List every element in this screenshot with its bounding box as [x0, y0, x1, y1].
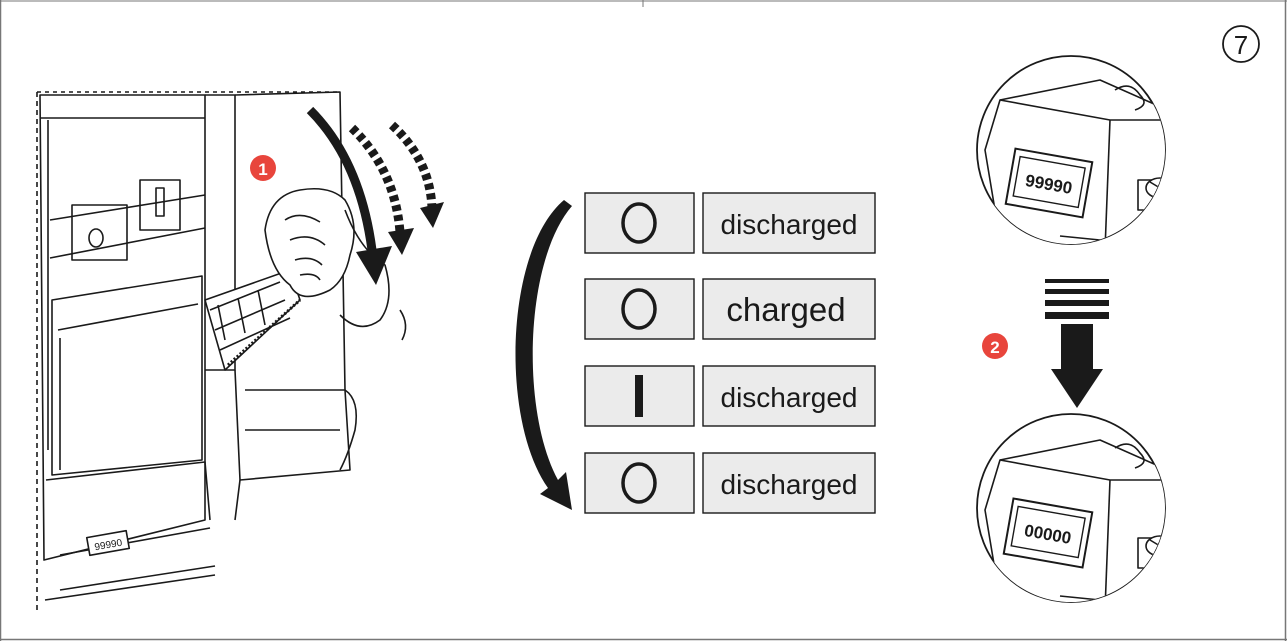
- hand-illustration: [265, 189, 406, 340]
- counter-window-before: 99990: [1006, 149, 1093, 218]
- state-row-2: charged: [585, 279, 875, 339]
- sequence-arrow: [515, 200, 572, 510]
- charging-lever: [205, 270, 300, 370]
- state-row-4: discharged: [585, 453, 875, 513]
- step-number-badge: 7: [1223, 26, 1259, 62]
- state-label: discharged: [721, 469, 858, 500]
- callout-2-label: 2: [990, 338, 999, 357]
- symbol-closed-icon: [635, 375, 643, 417]
- state-row-1: discharged: [585, 193, 875, 253]
- counter-detail-before: 99990: [977, 56, 1190, 250]
- step-number-label: 7: [1234, 30, 1248, 60]
- state-row-3: discharged: [585, 366, 875, 426]
- counter-detail-after: 00000: [977, 414, 1190, 610]
- state-label: discharged: [721, 209, 858, 240]
- state-label: charged: [726, 291, 845, 328]
- reset-arrow: [1045, 279, 1109, 408]
- state-sequence-table: discharged charged discharged discharged: [585, 193, 875, 513]
- callout-1-label: 1: [258, 160, 267, 179]
- state-label: discharged: [721, 382, 858, 413]
- callout-1: 1: [250, 155, 276, 181]
- callout-2: 2: [982, 333, 1008, 359]
